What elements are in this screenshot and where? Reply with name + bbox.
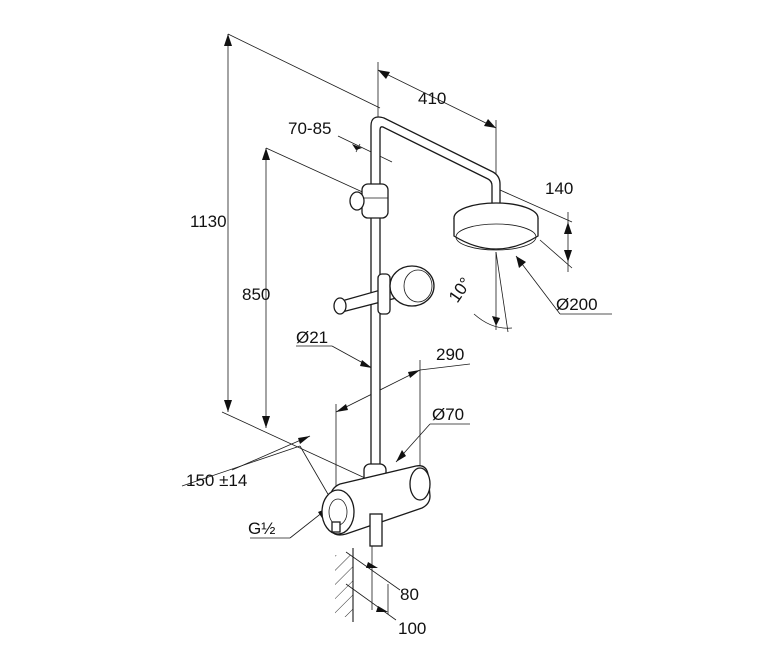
label-10-degrees: 10° [445, 274, 475, 306]
label-1130: 1130 [190, 212, 227, 231]
label-290: 290 [436, 345, 464, 364]
label-thread: G½ [248, 519, 275, 538]
thermostat-valve [321, 463, 431, 547]
label-410: 410 [418, 89, 446, 108]
label-valve-diameter: Ø70 [432, 405, 464, 424]
label-150: 150 ±14 [186, 471, 247, 490]
head-shower [453, 202, 539, 251]
label-140: 140 [545, 179, 573, 198]
wall [335, 548, 354, 622]
label-80: 80 [400, 585, 419, 604]
slider-bracket [349, 183, 389, 219]
label-850: 850 [242, 285, 270, 304]
label-head-diameter: Ø200 [556, 295, 598, 314]
dimension-lines [181, 33, 612, 621]
dimension-labels: 410 70-85 1130 140 850 10° Ø200 Ø21 290 … [186, 89, 598, 638]
label-rail-diameter: Ø21 [296, 328, 328, 347]
label-70-85: 70-85 [288, 119, 331, 138]
label-100: 100 [398, 619, 426, 638]
hand-shower [333, 265, 435, 315]
